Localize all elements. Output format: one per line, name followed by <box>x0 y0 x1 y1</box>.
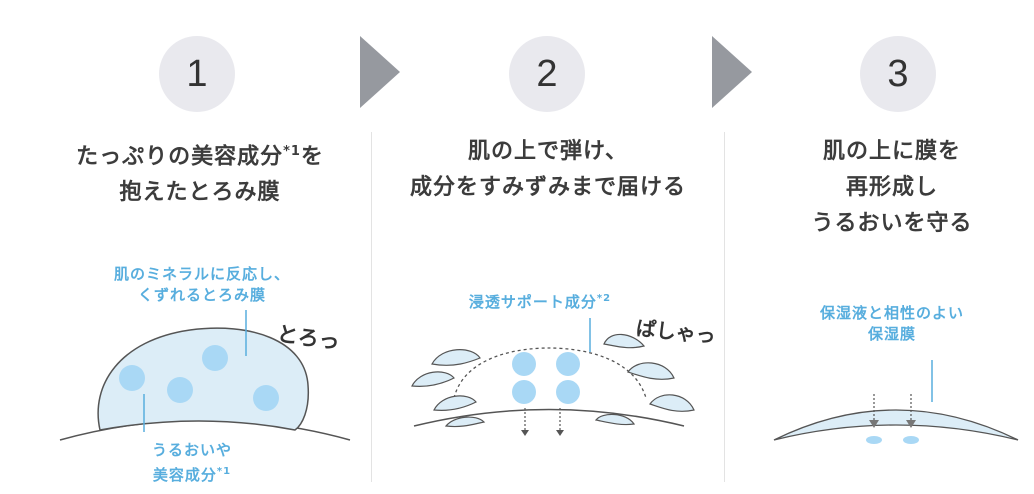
arrow-right-icon <box>712 36 752 108</box>
ingredient-dot <box>167 377 193 403</box>
ingredient-dot <box>556 352 580 376</box>
column-divider <box>371 132 372 482</box>
step-3-illustration <box>766 360 1026 450</box>
step-3-number: 3 <box>860 36 936 112</box>
ingredient-dot <box>512 352 536 376</box>
moisture-film <box>774 410 1018 440</box>
absorbed-drop <box>866 436 882 444</box>
droplet-icon <box>432 350 480 366</box>
down-arrow-icon <box>521 430 529 436</box>
ingredient-dot <box>202 345 228 371</box>
step-2-top-label: 浸透サポート成分*2 <box>420 288 660 313</box>
ingredient-dot <box>512 380 536 404</box>
dashed-film-outline <box>454 348 646 398</box>
step-1-bottom-label: うるおいや 美容成分*1 <box>92 440 292 486</box>
ingredient-dot <box>253 385 279 411</box>
step-1-heading: たっぷりの美容成分*1を 抱えたとろみ膜 <box>30 134 370 211</box>
step-3-heading: 肌の上に膜を 再形成し うるおいを守る <box>722 134 1034 242</box>
droplet-icon <box>434 396 476 411</box>
step-1-number: 1 <box>159 36 235 112</box>
ingredient-dot <box>556 380 580 404</box>
step-2-illustration <box>384 318 714 478</box>
step-2-heading: 肌の上で弾け、 成分をすみずみまで届ける <box>378 134 718 206</box>
droplet-icon <box>412 372 454 387</box>
step-2-number: 2 <box>509 36 585 112</box>
step-3-top-label: 保湿液と相性のよい 保湿膜 <box>772 303 1012 345</box>
arrow-right-icon <box>360 36 400 108</box>
down-arrow-icon <box>556 430 564 436</box>
droplet-icon <box>604 334 644 347</box>
absorbed-drop <box>903 436 919 444</box>
ingredient-dot <box>119 365 145 391</box>
droplet-icon <box>628 363 674 380</box>
droplet-icon <box>650 395 694 412</box>
